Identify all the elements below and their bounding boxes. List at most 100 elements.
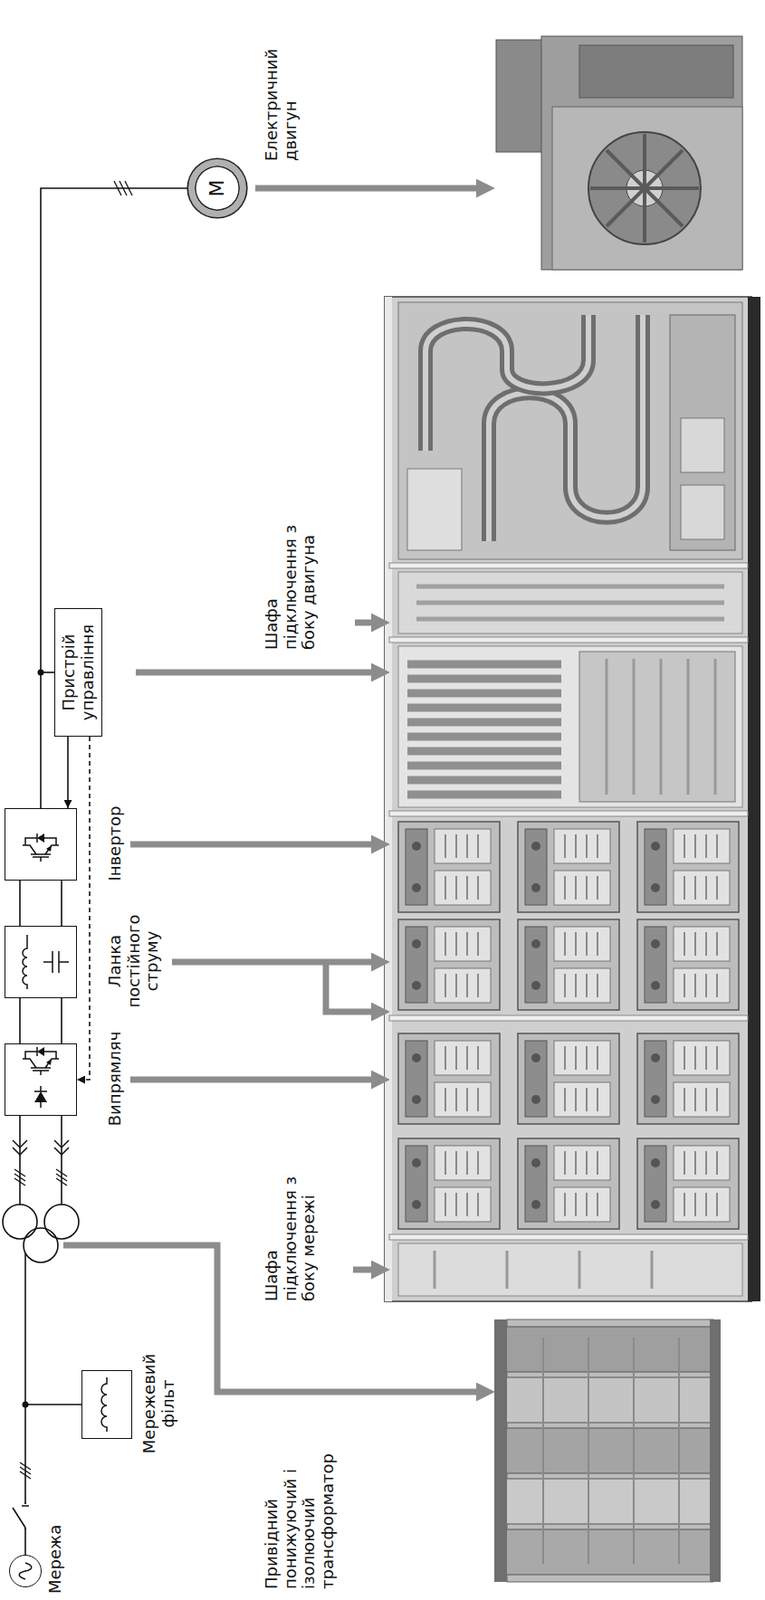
node-label: Мережевий фільт	[140, 1340, 178, 1468]
igbt-symbol	[22, 833, 59, 862]
converter-cabinet-photo	[680, 418, 725, 473]
motor-photo	[496, 36, 743, 270]
motor-photo	[590, 133, 699, 243]
converter-cabinet-photo	[416, 586, 725, 620]
diode-symbol	[34, 1086, 48, 1109]
sine-symbol	[19, 1563, 32, 1580]
transformer-photo	[494, 1319, 721, 1583]
transformer-photo	[497, 1530, 716, 1576]
transformer-symbol	[23, 1228, 58, 1263]
converter-cabinet-photo	[407, 468, 462, 551]
sine-symbol	[19, 1563, 32, 1580]
plug-connector	[12, 1140, 28, 1156]
converter-cabinet-photo	[747, 296, 761, 1302]
filter-inductor	[101, 1377, 107, 1433]
converter-cabinet-photo	[637, 822, 739, 913]
dc-link-symbol	[43, 951, 69, 974]
converter-cabinet-photo	[384, 296, 393, 1302]
diode-symbol	[34, 1086, 48, 1109]
converter-cabinet-photo	[389, 563, 748, 569]
converter-cabinet-photo	[517, 822, 620, 913]
transformer-symbol	[44, 1204, 79, 1240]
callout-label: Привідний понижуючий і ізолюючий трансфо…	[262, 1434, 338, 1590]
motor-photo	[579, 45, 734, 98]
filter-box: Мережевий фільт	[81, 1370, 133, 1440]
bus-wire	[24, 1252, 27, 1406]
transformer-photo	[543, 1338, 679, 1565]
converter-cabinet-photo	[680, 485, 725, 540]
transformer-photo	[494, 1319, 507, 1583]
plug-connector	[12, 1140, 69, 1156]
transformer-photo	[497, 1428, 716, 1474]
converter-cabinet-photo	[637, 1138, 739, 1230]
power-wire	[66, 736, 69, 809]
dc-link-symbol	[22, 935, 69, 990]
converter-cabinet-photo	[389, 811, 748, 817]
node-label: Пристрій управління	[59, 616, 97, 729]
converter-cabinet-photo	[389, 637, 748, 643]
igbt-symbol	[22, 1047, 59, 1076]
switch-symbol	[19, 1504, 32, 1529]
callout-label: Шафа підключення з боку двигуна	[262, 514, 319, 651]
node-label: Інвертор	[105, 789, 125, 899]
pointer-arrow	[135, 669, 373, 677]
converter-cabinet-photo	[669, 315, 736, 551]
transformer-photo	[709, 1319, 721, 1583]
converter-cabinet-photo	[389, 1234, 748, 1241]
converter-cabinet-photo	[384, 296, 752, 1302]
pointer-arrow	[63, 188, 479, 1393]
converter-cabinet-photo	[517, 1033, 620, 1125]
plug-connector	[54, 1140, 69, 1156]
pointer-arrow	[354, 620, 373, 627]
pointer-arrow	[130, 841, 373, 849]
power-wire	[19, 880, 62, 927]
motor-photo	[588, 132, 701, 245]
bus-wire	[19, 1116, 21, 1205]
converter-cabinet-photo	[637, 919, 739, 1011]
converter-cabinet-photo	[637, 1033, 739, 1125]
switch-symbol	[12, 1502, 29, 1530]
node-label: Ланка постійного струму	[105, 907, 163, 1016]
dc-link-symbol	[22, 935, 28, 990]
transformer-photo	[497, 1479, 716, 1525]
pointer-arrow	[255, 185, 479, 192]
pointer-arrow	[172, 959, 373, 966]
converter-cabinet-photo	[517, 1138, 620, 1230]
converter-cabinet-photo	[398, 646, 743, 808]
converter-cabinet-photo	[398, 1138, 500, 1230]
node-label: M	[205, 180, 229, 198]
bus-wire	[60, 1116, 63, 1205]
transformer-photo	[497, 1327, 716, 1373]
control-box: Пристрій управління	[54, 608, 103, 737]
pointer-arrow	[130, 1077, 373, 1084]
converter-cabinet-photo	[398, 1033, 500, 1125]
converter-cabinet-photo	[407, 664, 562, 795]
pointer-arrow	[325, 962, 373, 1013]
converter-cabinet-photo	[606, 659, 716, 795]
control-signal-line	[76, 736, 90, 1081]
converter-cabinet-photo	[398, 822, 500, 913]
pointer-arrow	[353, 1267, 373, 1274]
transformer-photo	[497, 1377, 716, 1424]
converter-cabinet-photo	[517, 919, 620, 1011]
igbt-symbol	[22, 833, 59, 1076]
converter-cabinet-photo	[398, 302, 743, 560]
converter-cabinet-photo	[398, 572, 743, 634]
callout-label: Електричний двигун	[262, 34, 300, 162]
rectifier-box: Випрямляч	[4, 1043, 77, 1117]
dc-link-box: Ланка постійного струму	[4, 926, 77, 999]
converter-cabinet-photo	[579, 651, 736, 803]
converter-cabinet-photo	[398, 1243, 743, 1297]
node-label: Мережа	[46, 1512, 66, 1595]
motor-photo	[552, 106, 743, 270]
converter-cabinet-photo	[425, 315, 589, 451]
motor-photo	[496, 39, 546, 153]
callout-label: Шафа підключення з боку мережі	[262, 1166, 319, 1302]
converter-cabinet-photo	[434, 1251, 652, 1290]
motor-circle: M	[188, 159, 247, 218]
diode-symbol	[34, 1091, 48, 1103]
